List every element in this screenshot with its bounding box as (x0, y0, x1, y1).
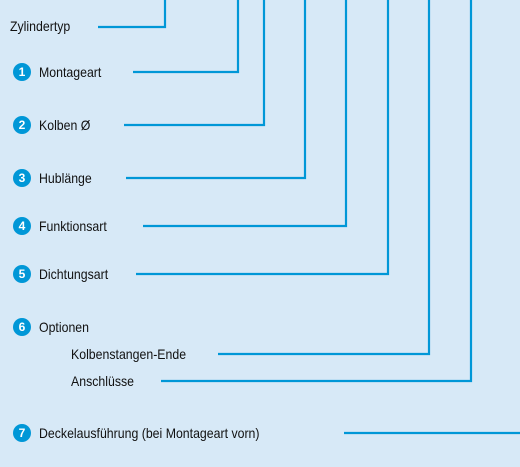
ports-label: Anschlüsse (71, 373, 135, 389)
connector-line-mounting-type (133, 0, 240, 74)
connector-line-cylinder-type (98, 0, 167, 29)
row-ports: Anschlüsse (71, 370, 143, 392)
number-badge-7: 7 (13, 424, 31, 442)
number-badge-6: 6 (13, 318, 31, 336)
number-badge-1: 1 (13, 63, 31, 81)
stroke-length-label: Hublänge (39, 170, 92, 186)
row-seal-type: 5 Dichtungsart (13, 263, 118, 285)
connector-line-ports (161, 0, 473, 383)
connector-line-rod-end (218, 0, 431, 356)
connector-line-function-type (143, 0, 348, 228)
connector-line-stroke-length (126, 0, 307, 180)
seal-type-label: Dichtungsart (39, 266, 109, 282)
row-cylinder-type: Zylindertyp (10, 15, 78, 37)
mounting-type-label: Montageart (39, 64, 102, 80)
row-cover-design: 7 Deckelausführung (bei Montageart vorn) (13, 422, 290, 444)
number-badge-2: 2 (13, 116, 31, 134)
number-badge-5: 5 (13, 265, 31, 283)
connector-line-piston-diameter (124, 0, 266, 127)
function-type-label: Funktionsart (39, 218, 107, 234)
number-badge-4: 4 (13, 217, 31, 235)
row-rod-end: Kolbenstangen-Ende (71, 343, 202, 365)
cylinder-type-label: Zylindertyp (10, 18, 71, 34)
rod-end-label: Kolbenstangen-Ende (71, 346, 187, 362)
row-stroke-length: 3 Hublänge (13, 167, 99, 189)
row-function-type: 4 Funktionsart (13, 215, 116, 237)
connector-line-seal-type (136, 0, 390, 276)
options-label: Optionen (39, 319, 90, 335)
row-mounting-type: 1 Montageart (13, 61, 110, 83)
number-badge-3: 3 (13, 169, 31, 187)
row-piston-diameter: 2 Kolben Ø (13, 114, 97, 136)
row-options: 6 Optionen (13, 316, 96, 338)
piston-diameter-label: Kolben Ø (39, 117, 91, 133)
cover-design-label: Deckelausführung (bei Montageart vorn) (39, 425, 260, 441)
